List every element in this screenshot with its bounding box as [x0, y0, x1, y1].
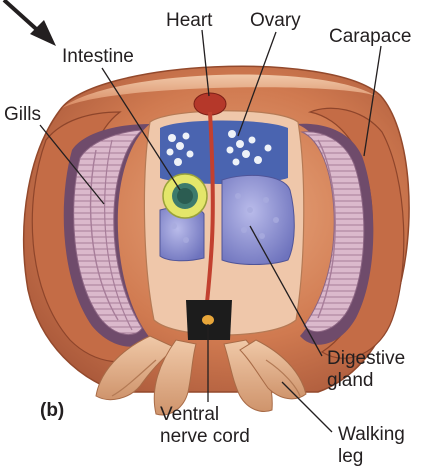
carapace-body: [24, 66, 409, 392]
label-intestine: Intestine: [62, 46, 134, 67]
ventral-nerve-cord: [202, 315, 214, 325]
digestive-gland-right: [222, 175, 294, 264]
label-gills: Gills: [4, 104, 41, 125]
label-ovary: Ovary: [250, 10, 301, 31]
label-digestive-gland-line1: Digestive: [327, 348, 405, 369]
label-digestive-gland-line2: gland: [327, 370, 374, 391]
orientation-arrow: [4, 0, 56, 46]
label-heart: Heart: [166, 10, 213, 31]
panel-letter: (b): [40, 400, 64, 421]
label-carapace: Carapace: [329, 26, 411, 47]
label-ventral-nerve-cord-line1: Ventral: [160, 404, 219, 425]
label-ventral-nerve-cord-line2: nerve cord: [160, 426, 250, 447]
label-walking-leg-line2: leg: [338, 446, 363, 467]
label-walking-leg-line1: Walking: [338, 424, 405, 445]
heart: [194, 93, 226, 115]
